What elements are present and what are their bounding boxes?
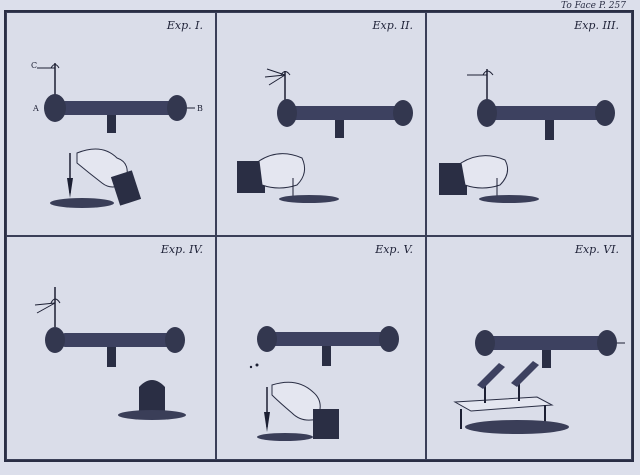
letter-a: A — [32, 104, 39, 113]
letter-c: C — [31, 61, 37, 70]
exp-3-label: Exp. III. — [574, 19, 619, 32]
exp-4-illustration — [34, 287, 186, 420]
letter-b: B — [197, 104, 203, 113]
plate-caption: To Face P. 257 — [561, 1, 626, 11]
exp-6-label: Exp. VI. — [574, 243, 619, 256]
panel-exp-4: Exp. IV. — [6, 236, 216, 460]
panel-exp-5: Exp. V. — [216, 236, 426, 460]
plate-frame: Exp. I. C A B Exp. II. — [4, 10, 634, 462]
exp-2-illustration — [237, 68, 413, 203]
exp-1-illustration: C A B — [31, 61, 203, 208]
panel-exp-2: Exp. II. — [216, 12, 426, 236]
panel-exp-3: Exp. III. — [426, 12, 632, 236]
exp-2-label: Exp. II. — [372, 19, 413, 32]
panel-exp-6: Exp. VI. — [426, 236, 632, 460]
exp-6-illustration — [453, 330, 625, 434]
panel-exp-1: Exp. I. C A B — [6, 12, 216, 236]
exp-5-label: Exp. V. — [375, 243, 413, 256]
exp-5-illustration — [249, 326, 399, 441]
exp-3-illustration — [439, 69, 615, 203]
exp-4-label: Exp. IV. — [160, 243, 203, 256]
exp-1-label: Exp. I. — [166, 19, 203, 32]
